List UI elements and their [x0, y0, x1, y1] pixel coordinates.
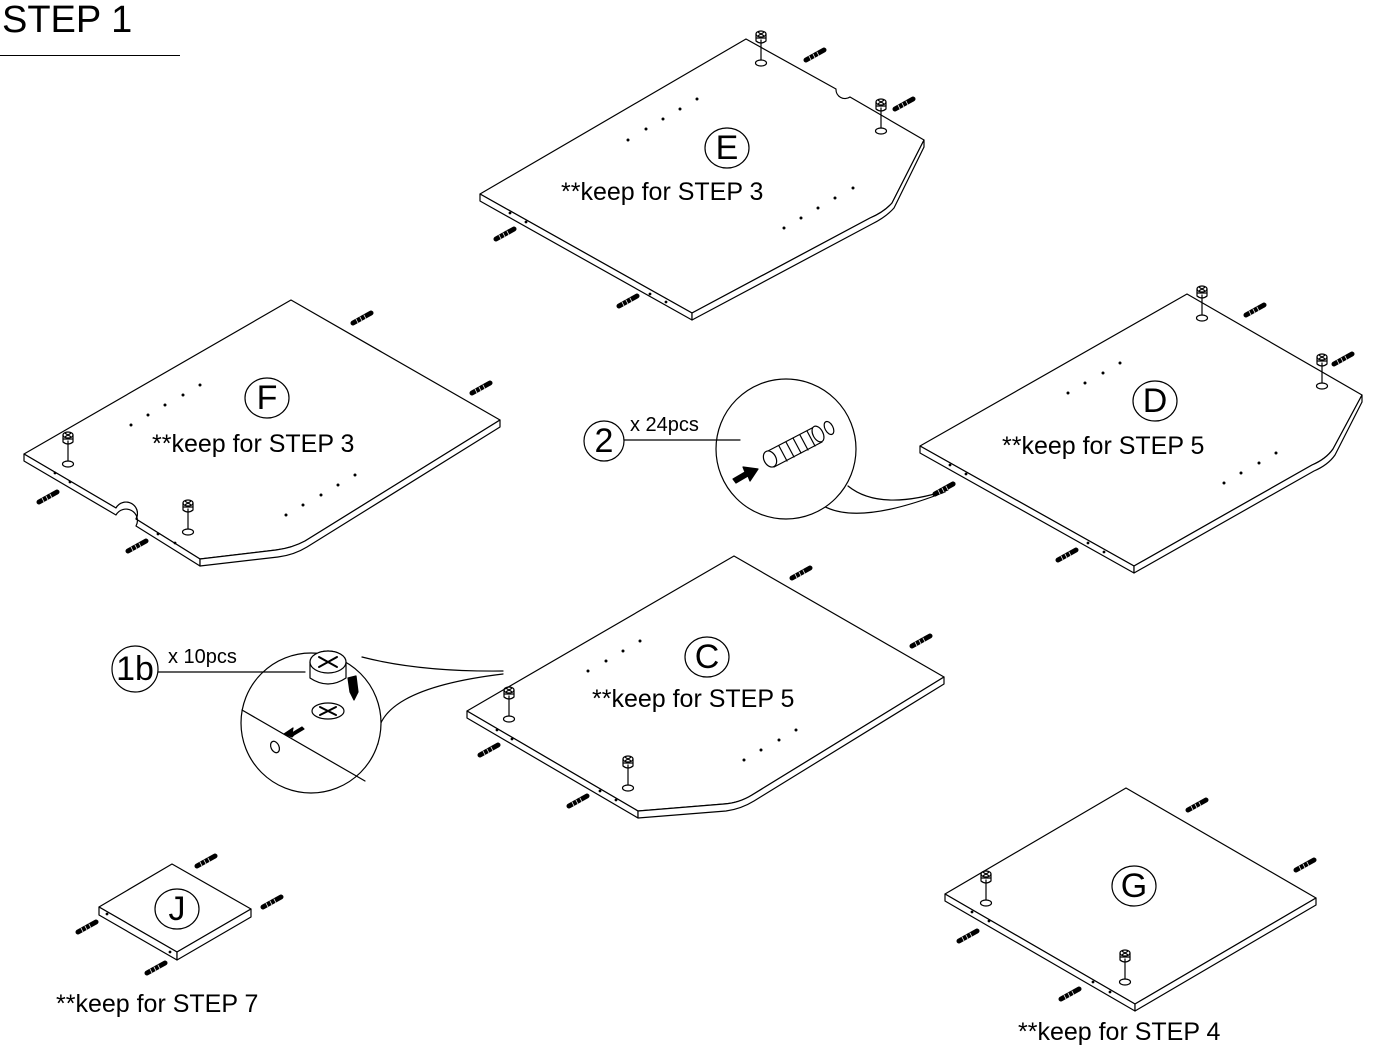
panel-j-badge — [154, 888, 200, 930]
panel-e-top — [479, 38, 925, 314]
panel-f-note: **keep for STEP 3 — [152, 430, 355, 458]
panel-d-badge — [1132, 380, 1178, 422]
panel-f — [23, 299, 501, 567]
cam-lock-icon — [241, 650, 366, 782]
panel-e — [479, 30, 925, 321]
panel-c-top — [466, 555, 945, 812]
panel-g-letter: G — [1120, 867, 1148, 905]
panel-g-badge — [1111, 865, 1157, 907]
panel-e-letter: E — [715, 129, 739, 167]
wooden-dowel-icon — [732, 420, 835, 484]
panel-j-letter: J — [168, 890, 186, 928]
panel-g-note: **keep for STEP 4 — [1018, 1018, 1221, 1046]
cam-lock-quantity: x 10pcs — [168, 646, 237, 668]
panel-c-letter: C — [694, 638, 720, 676]
step-title-underline — [0, 55, 180, 56]
dowel-quantity: x 24pcs — [630, 414, 699, 436]
panel-c-badge — [684, 636, 730, 678]
panel-d-note: **keep for STEP 5 — [1002, 432, 1205, 460]
panel-d — [919, 285, 1363, 574]
dowel-callout-badge — [583, 420, 625, 462]
panel-j — [78, 856, 281, 973]
dowel-callout — [583, 378, 953, 520]
panel-e-note: **keep for STEP 3 — [561, 178, 764, 206]
panel-c — [466, 555, 945, 819]
panel-f-letter: F — [256, 379, 278, 417]
panel-j-note: **keep for STEP 7 — [56, 990, 259, 1018]
cam-lock-callout-badge — [111, 645, 159, 693]
dowel-callout-number: 2 — [594, 422, 614, 460]
panel-e-badge — [704, 127, 750, 169]
cam-lock-callout — [111, 645, 504, 794]
step-title: STEP 1 — [2, 0, 133, 41]
panel-d-letter: D — [1142, 382, 1168, 420]
panel-g — [944, 787, 1317, 1012]
panel-f-badge — [244, 377, 290, 419]
cam-lock-magnifier — [240, 652, 382, 794]
panel-d-top — [919, 293, 1363, 567]
cam-lock-callout-number: 1b — [116, 650, 154, 688]
panel-c-note: **keep for STEP 5 — [592, 685, 795, 713]
